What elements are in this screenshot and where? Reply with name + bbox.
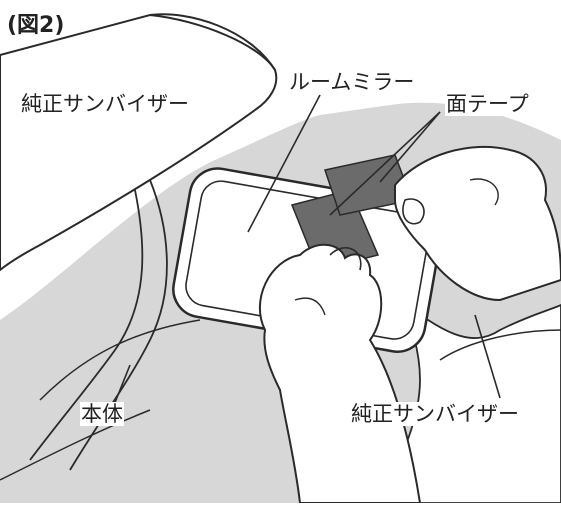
left-thumb xyxy=(329,246,362,271)
left-finger-line xyxy=(294,297,326,316)
label-body: 本体 xyxy=(80,402,124,426)
label-room-mirror: ルームミラー xyxy=(288,70,416,94)
bottom-sunvisor-edge xyxy=(439,329,561,361)
top-sunvisor-edge xyxy=(149,13,276,71)
body-curve-1 xyxy=(29,189,144,461)
leader-room-mirror xyxy=(247,94,321,233)
label-double-tape: 面テープ xyxy=(445,92,530,116)
label-bottom-sunvisor: 純正サンバイザー xyxy=(350,402,520,426)
figure-label: (図2) xyxy=(7,13,65,38)
leader-tape-b xyxy=(379,111,441,183)
leader-bottom-sunvisor xyxy=(474,314,501,399)
body-curve-3 xyxy=(39,319,201,401)
body-line-4 xyxy=(0,409,151,481)
right-finger-2 xyxy=(469,178,499,206)
label-top-sunvisor: 純正サンバイザー xyxy=(20,92,190,116)
right-hand xyxy=(394,146,561,302)
top-sunvisor xyxy=(0,13,278,272)
leader-tape-a xyxy=(329,111,441,216)
right-finger-1 xyxy=(402,198,425,225)
left-hand xyxy=(259,243,422,504)
